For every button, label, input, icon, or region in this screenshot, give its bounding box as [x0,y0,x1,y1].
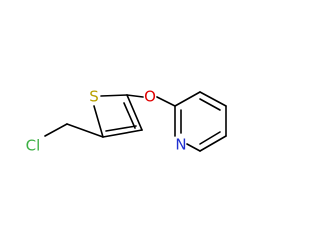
bond-py-c5-c6-inner [199,131,221,145]
bond-ch2-c5 [66,123,104,138]
bond-c4-c5-inner [105,125,137,132]
bond-py-c3-c4 [199,91,227,107]
bond-py-c3-c4-inner [199,98,221,111]
bonds [44,91,227,152]
bond-py-c5-c6 [199,135,227,152]
oxygen-label: O [144,88,156,106]
bond-c5-s [93,105,104,138]
bond-c2-c3-inner [123,102,136,129]
bond-cl-ch2 [44,123,68,137]
molecule-structure: Cl S O N [26,88,227,155]
bond-s-c2 [100,94,128,97]
bond-c2-o [126,94,144,98]
sulfur-label: S [89,88,99,106]
bond-c2-c3 [126,94,143,131]
bond-py-c6-n [186,143,201,152]
bond-py-c2-c3 [174,91,201,107]
bond-o-py [156,96,176,107]
nitrogen-label: N [175,136,186,154]
atom-labels: Cl S O N [26,88,187,155]
bond-c3-c4 [102,129,143,138]
chlorine-label: Cl [26,137,41,155]
